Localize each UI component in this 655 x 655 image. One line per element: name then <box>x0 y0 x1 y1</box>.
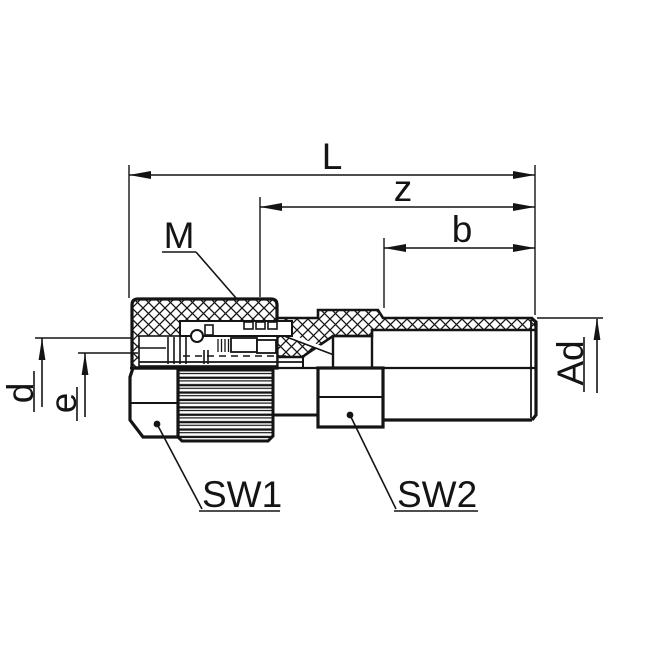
dimension-e: e <box>43 352 138 421</box>
label-z: z <box>394 168 413 209</box>
collet-thread-detail <box>138 320 303 367</box>
body-wall-section <box>275 308 538 359</box>
callout-M: M <box>162 215 237 299</box>
dimension-z: z <box>259 168 535 297</box>
dimension-b: b <box>383 209 535 308</box>
knurled-ring <box>176 366 275 443</box>
label-e: e <box>43 393 84 414</box>
label-L: L <box>322 136 343 177</box>
label-SW1: SW1 <box>202 474 282 515</box>
label-b: b <box>452 209 473 250</box>
label-d: d <box>0 383 41 404</box>
dimension-Ad: Ad <box>537 317 603 393</box>
label-M: M <box>164 215 195 256</box>
label-SW2: SW2 <box>397 474 477 515</box>
callout-SW2: SW2 <box>346 411 478 515</box>
hex-sw1 <box>128 366 180 439</box>
callout-SW1: SW1 <box>153 420 282 515</box>
label-Ad: Ad <box>550 340 591 385</box>
dimension-L: L <box>128 136 536 315</box>
dimension-d: d <box>0 337 131 412</box>
